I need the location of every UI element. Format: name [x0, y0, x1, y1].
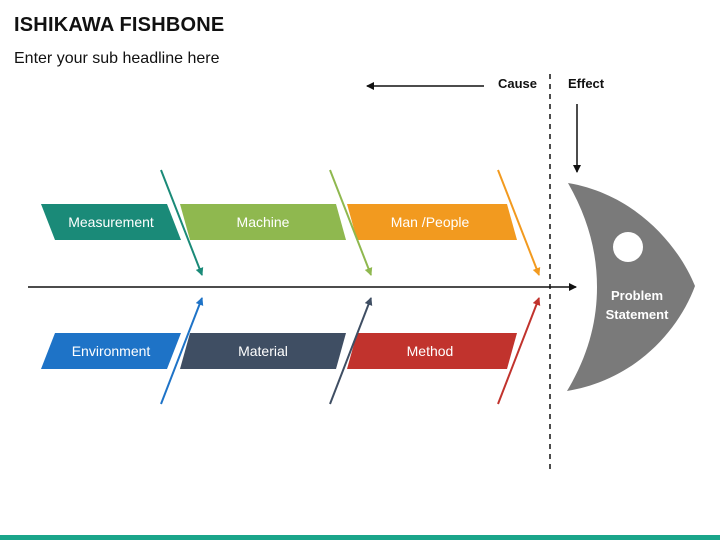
category-environment-label: Environment	[72, 343, 151, 359]
bone-machine	[329, 169, 373, 276]
category-man-people: Man /People	[347, 204, 517, 240]
page-subtitle: Enter your sub headline here	[14, 50, 220, 67]
category-material-label: Material	[238, 343, 288, 359]
cause-label: Cause	[498, 76, 537, 91]
bone-method	[497, 297, 541, 405]
category-machine: Machine	[180, 204, 346, 240]
fish-head	[567, 183, 695, 391]
category-man-people-label: Man /People	[391, 214, 470, 230]
fish-eye	[613, 232, 643, 262]
category-measurement: Measurement	[41, 204, 181, 240]
bone-environment	[160, 297, 204, 405]
problem-statement-line1: Problem	[611, 288, 663, 303]
bone-man-people	[497, 169, 541, 276]
effect-label: Effect	[568, 76, 605, 91]
category-material: Material	[180, 333, 346, 369]
bone-material	[329, 297, 373, 405]
category-method-label: Method	[407, 343, 454, 359]
bone-measurement	[160, 169, 204, 276]
category-environment: Environment	[41, 333, 181, 369]
footer-bar	[0, 535, 720, 540]
category-machine-label: Machine	[237, 214, 290, 230]
category-measurement-label: Measurement	[68, 214, 154, 230]
problem-statement-line2: Statement	[606, 307, 670, 322]
page-title: ISHIKAWA FISHBONE	[14, 14, 225, 36]
category-method: Method	[347, 333, 517, 369]
